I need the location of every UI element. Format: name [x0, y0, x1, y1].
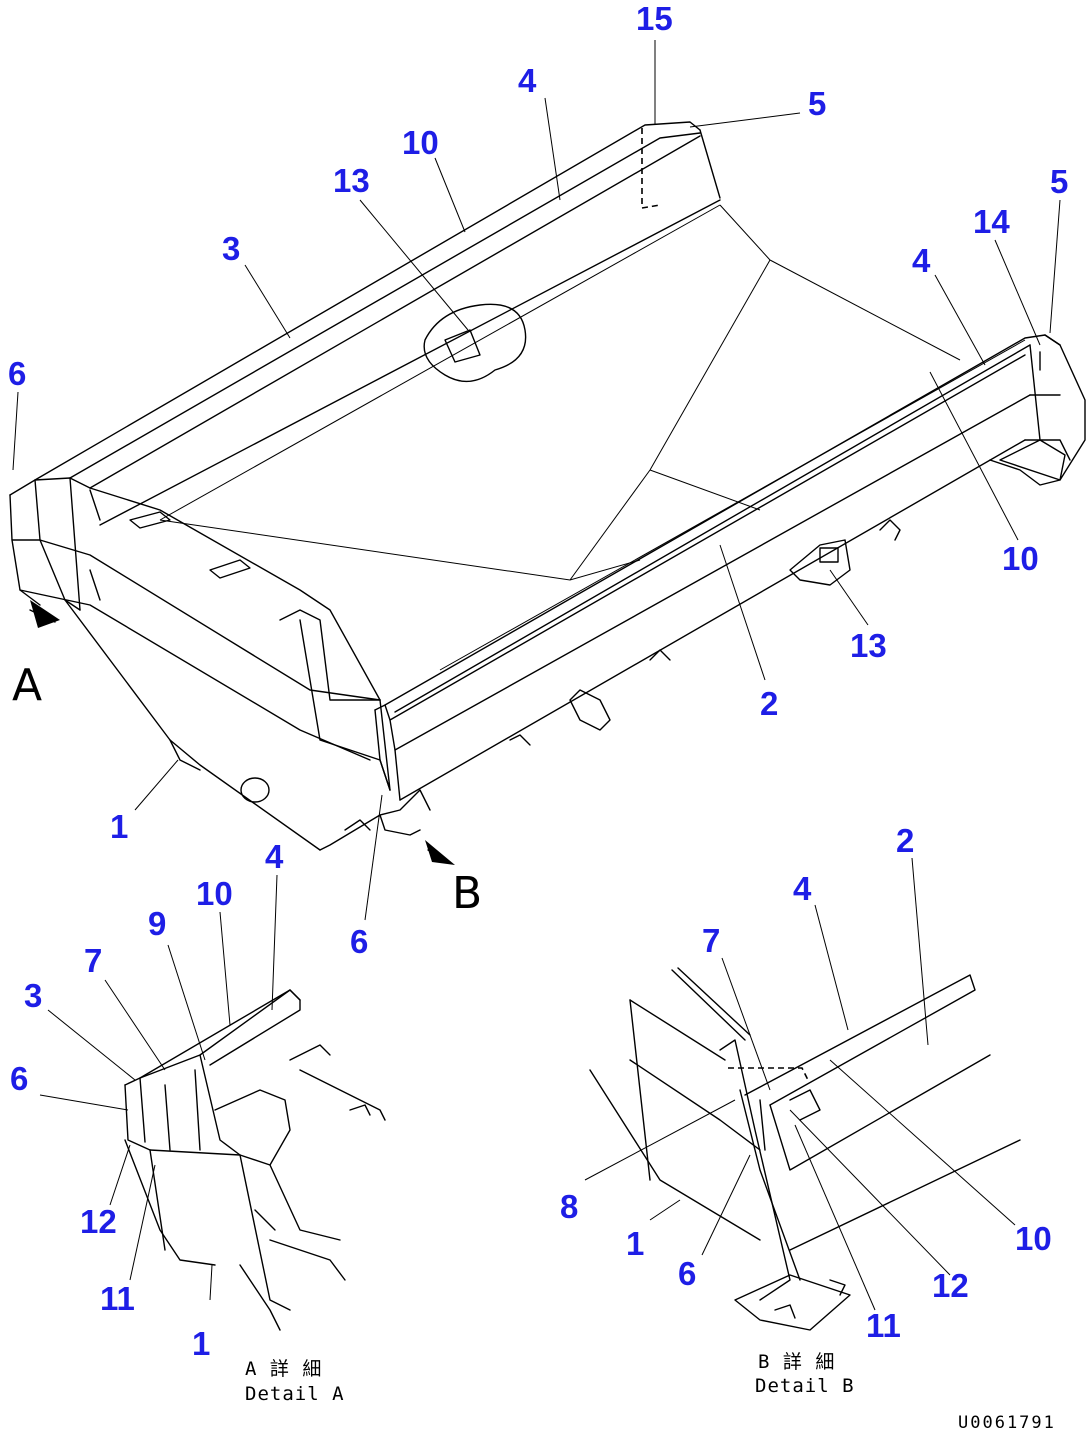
view-arrow-a — [29, 600, 60, 628]
view-label-a: A — [12, 660, 42, 711]
callout-6: 6 — [350, 923, 368, 960]
callout-15: 15 — [636, 0, 673, 37]
callout-10: 10 — [402, 124, 439, 161]
callout-12: 12 — [932, 1267, 969, 1304]
drawing-number: U0061791 — [958, 1413, 1056, 1433]
callout-2: 2 — [896, 822, 914, 859]
view-label-b: B — [452, 868, 482, 919]
callout-10: 10 — [1002, 540, 1039, 577]
callout-4: 4 — [265, 838, 284, 875]
callout-5: 5 — [808, 85, 826, 122]
callout-4: 4 — [793, 870, 812, 907]
detail-a-callouts: 4 10 9 7 3 6 12 11 1 — [10, 838, 284, 1362]
callout-4: 4 — [518, 62, 537, 99]
callout-10: 10 — [1015, 1220, 1052, 1257]
callout-7: 7 — [702, 922, 720, 959]
callout-13: 13 — [850, 627, 887, 664]
callout-1: 1 — [110, 808, 128, 845]
callout-6: 6 — [8, 355, 26, 392]
callout-1: 1 — [626, 1225, 644, 1262]
detail-b-drawing — [589, 967, 1021, 1331]
callout-14: 14 — [973, 203, 1010, 240]
detail-b-caption-en: Detail B — [755, 1375, 855, 1397]
view-arrow-b — [425, 840, 455, 865]
main-leaders — [12, 40, 1061, 921]
callout-6: 6 — [678, 1255, 696, 1292]
detail-b-leaders — [584, 857, 1016, 1311]
callout-3: 3 — [24, 977, 42, 1014]
detail-a-caption-jp: A 詳 細 — [245, 1358, 322, 1380]
callout-7: 7 — [84, 942, 102, 979]
detail-b-callouts: 2 4 7 8 1 6 10 12 11 — [560, 822, 1052, 1344]
callout-13: 13 — [333, 162, 370, 199]
callout-10: 10 — [196, 875, 233, 912]
detail-a-leaders — [39, 874, 278, 1301]
detail-a-caption-en: Detail A — [245, 1383, 345, 1405]
callout-2: 2 — [760, 685, 778, 722]
callout-1: 1 — [192, 1325, 210, 1362]
detail-b-caption-jp: B 詳 細 — [758, 1351, 835, 1373]
main-callouts: 15 5 4 10 13 3 6 5 14 4 10 13 2 1 6 — [8, 0, 1068, 960]
detail-a-drawing — [124, 989, 386, 1331]
dump-body-drawing — [9, 121, 1086, 851]
callout-8: 8 — [560, 1188, 578, 1225]
callout-11: 11 — [866, 1307, 901, 1344]
callout-5: 5 — [1050, 163, 1068, 200]
callout-3: 3 — [222, 230, 240, 267]
callout-11: 11 — [100, 1280, 135, 1317]
callout-9: 9 — [148, 905, 166, 942]
callout-4: 4 — [912, 242, 931, 279]
callout-12: 12 — [80, 1203, 117, 1240]
callout-6: 6 — [10, 1060, 28, 1097]
